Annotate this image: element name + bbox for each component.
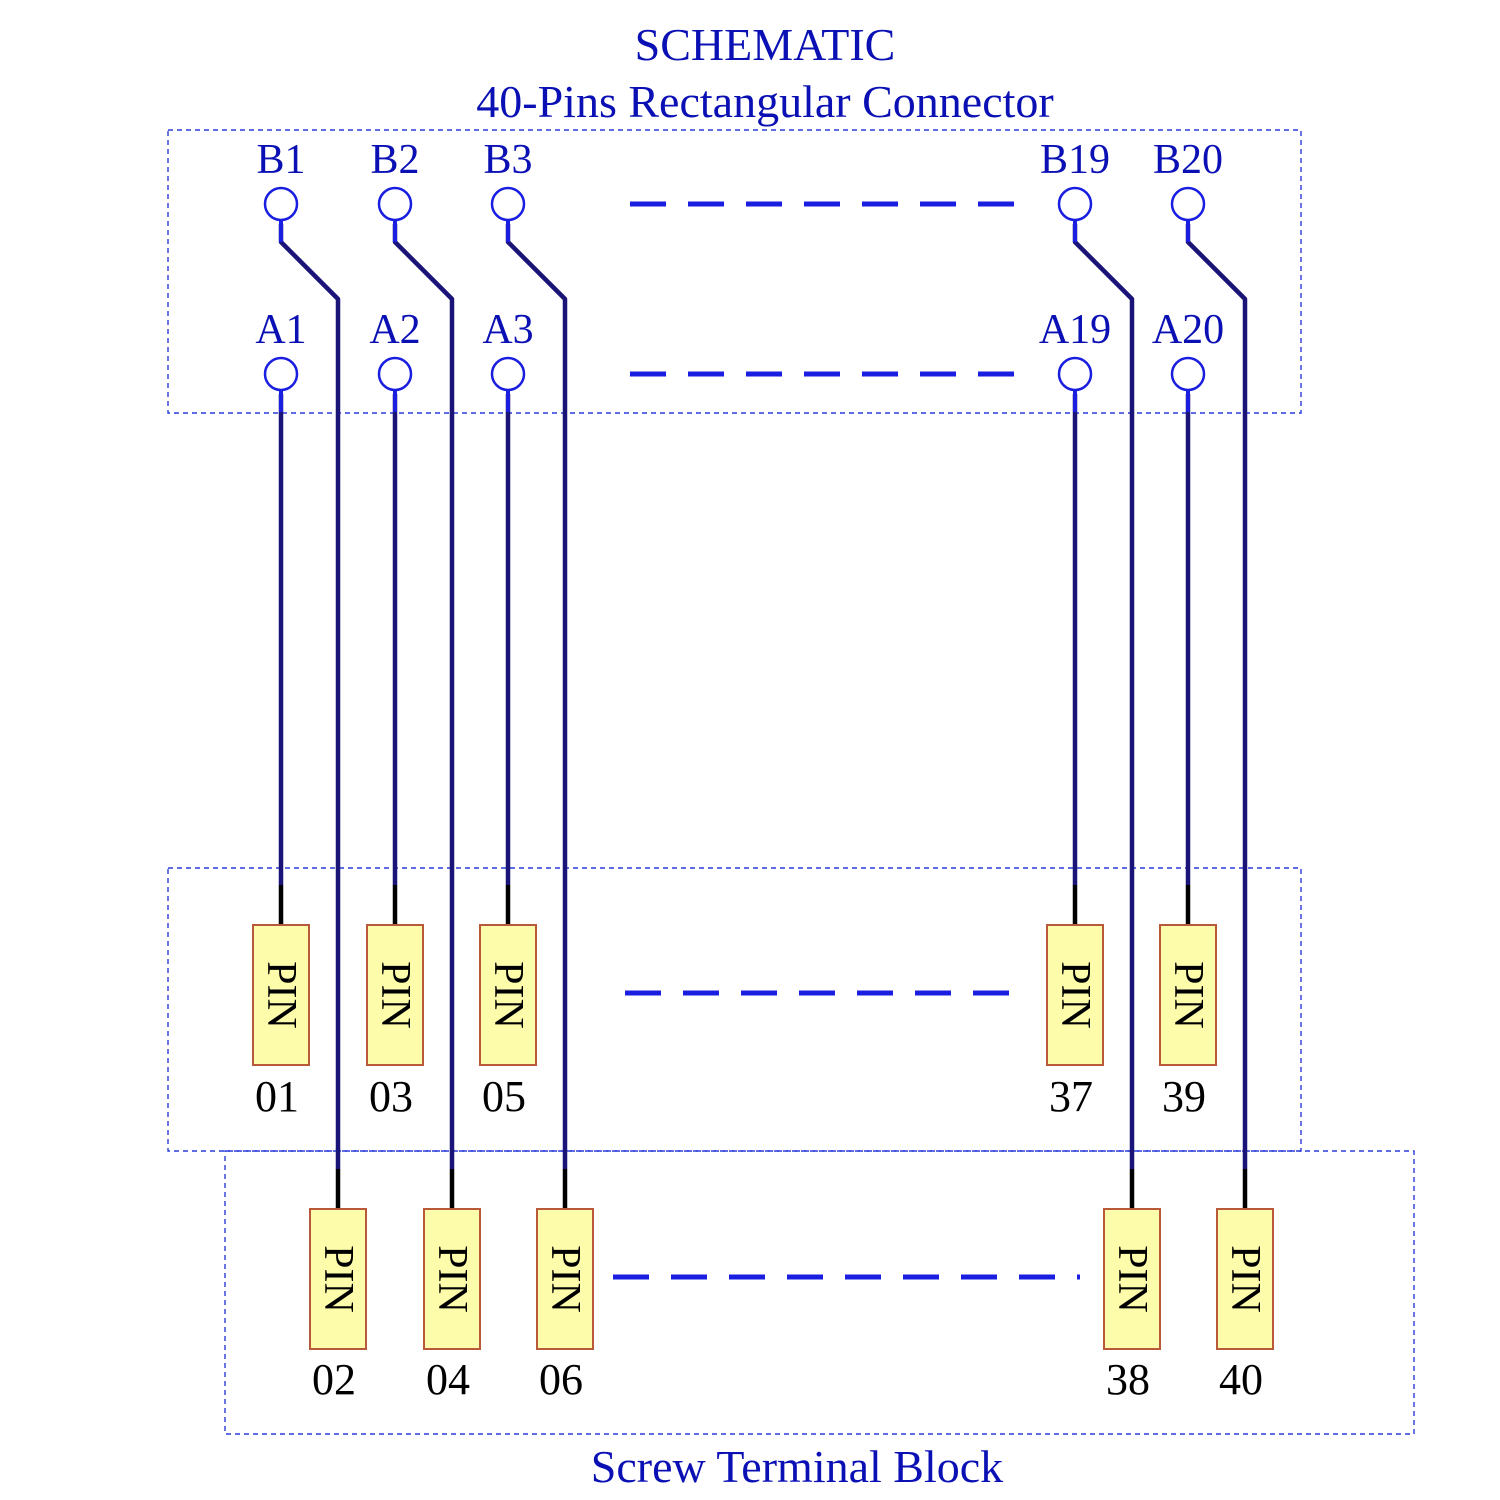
terminal-number: 39: [1162, 1072, 1206, 1121]
terminal-number: 06: [539, 1355, 583, 1404]
terminal-body: [536, 1208, 594, 1350]
terminal-pin-text: PIN: [1222, 1245, 1268, 1313]
terminal-body: [366, 924, 424, 1066]
terminal-body: [1046, 924, 1104, 1066]
terminal-pin-text: PIN: [315, 1245, 361, 1313]
terminal-body: [252, 924, 310, 1066]
terminal-number: 38: [1106, 1355, 1150, 1404]
terminal-pin-text: PIN: [1109, 1245, 1155, 1313]
terminal-even-2: PIN 06: [536, 1208, 594, 1404]
terminal-body: [479, 924, 537, 1066]
terminal-even-0: PIN 02: [309, 1208, 367, 1404]
terminal-odd-3: PIN 37: [1046, 924, 1104, 1121]
connector-pin-b-1: [377, 186, 413, 222]
connector-pin-b-2: [490, 186, 526, 222]
connector-label-b-0: B1: [256, 137, 305, 183]
connector-label-b-3: B19: [1040, 137, 1110, 183]
connector-label-a-1: A2: [369, 307, 420, 353]
terminal-number: 03: [369, 1072, 413, 1121]
terminals-layer: PIN01PIN02PIN03PIN04PIN05PIN06PIN37PIN38…: [252, 924, 1274, 1404]
terminal-pin-text: PIN: [1052, 961, 1098, 1029]
terminal-even-3: PIN 38: [1103, 1208, 1161, 1404]
connector-pin-a-2: [490, 356, 526, 392]
terminal-body: [1216, 1208, 1274, 1350]
terminal-number: 37: [1049, 1072, 1093, 1121]
diagram-title: SCHEMATIC: [635, 19, 896, 70]
terminal-odd-2: PIN 05: [479, 924, 537, 1121]
terminal-body: [309, 1208, 367, 1350]
connector-pin-a-3: [1057, 356, 1093, 392]
connector-label-a-2: A3: [482, 307, 533, 353]
connector-label-a-0: A1: [255, 307, 306, 353]
terminal-odd-0: PIN 01: [252, 924, 310, 1121]
terminal-odd-4: PIN 39: [1159, 924, 1217, 1121]
terminal-odd-1: PIN 03: [366, 924, 424, 1121]
connector-box: [167, 129, 1302, 414]
connector-pin-b-4: [1170, 186, 1206, 222]
terminal-pin-text: PIN: [542, 1245, 588, 1313]
terminal-number: 04: [426, 1355, 470, 1404]
connector-pin-b-0: [263, 186, 299, 222]
connector-label-a-3: A19: [1039, 307, 1111, 353]
connector-label-b-2: B3: [483, 137, 532, 183]
connector-pin-a-4: [1170, 356, 1206, 392]
terminal-body: [423, 1208, 481, 1350]
terminal-pin-text: PIN: [372, 961, 418, 1029]
diagram-footer: Screw Terminal Block: [591, 1441, 1003, 1492]
terminal-pin-text: PIN: [485, 961, 531, 1029]
terminal-pin-text: PIN: [258, 961, 304, 1029]
connector-pin-a-0: [263, 356, 299, 392]
terminal-even-4: PIN 40: [1216, 1208, 1274, 1404]
connector-pin-b-3: [1057, 186, 1093, 222]
terminal-number: 01: [255, 1072, 299, 1121]
terminal-block-upper-box: [167, 867, 1302, 1152]
terminal-number: 02: [312, 1355, 356, 1404]
terminal-body: [1159, 924, 1217, 1066]
terminal-even-1: PIN 04: [423, 1208, 481, 1404]
connector-pin-a-1: [377, 356, 413, 392]
terminal-pin-text: PIN: [429, 1245, 475, 1313]
connector-label-b-1: B2: [370, 137, 419, 183]
connector-label-b-4: B20: [1153, 137, 1223, 183]
terminal-pin-text: PIN: [1165, 961, 1211, 1029]
terminal-number: 05: [482, 1072, 526, 1121]
diagram-subtitle: 40-Pins Rectangular Connector: [476, 76, 1053, 127]
terminal-body: [1103, 1208, 1161, 1350]
terminal-number: 40: [1219, 1355, 1263, 1404]
terminal-block-lower-box: [224, 1150, 1415, 1435]
connector-label-a-4: A20: [1152, 307, 1224, 353]
